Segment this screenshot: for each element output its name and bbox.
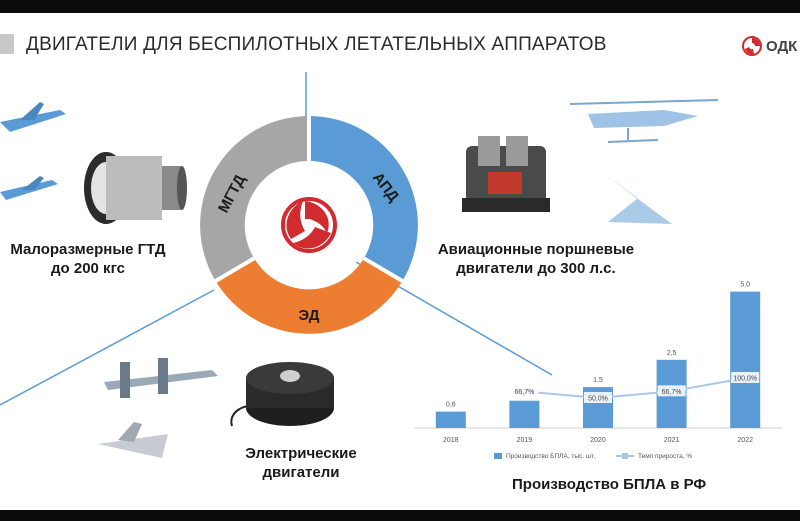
chart-legend-line-marker (622, 453, 628, 459)
chart-bar (730, 291, 761, 428)
chart-caption: Производство БПЛА в РФ (512, 476, 707, 493)
chart-x-tick-label: 2020 (590, 437, 606, 444)
chart-bar (435, 411, 466, 428)
segment-mgtd (200, 116, 309, 281)
chart-legend-bar-swatch (494, 453, 502, 459)
chart-growth-label: 66,7% (662, 389, 682, 396)
logo-text: ОДК (766, 37, 798, 55)
engine-types-donut: МГТД АПД ЭД (200, 116, 418, 334)
chart-legend-line-label: Темп прироста, % (638, 453, 692, 460)
top-black-bar (0, 0, 800, 13)
chart-x-tick-label: 2022 (737, 437, 753, 444)
chart-growth-label: 50,0% (588, 396, 608, 403)
chart-x-tick-label: 2021 (664, 437, 680, 444)
electric-motor-photo (230, 362, 334, 427)
segment-ed (215, 258, 403, 334)
gas-turbine-engine-photo (84, 152, 187, 224)
center-logo-icon (281, 197, 337, 253)
electric-drone-photos (98, 358, 218, 458)
piston-engine-photo (462, 136, 550, 212)
production-chart: 0,620181,020191,520202,520215,0202266,7%… (414, 282, 782, 460)
chart-growth-label-bg (657, 385, 686, 397)
page-title: ДВИГАТЕЛИ ДЛЯ БЕСПИЛОТНЫХ ЛЕТАТЕЛЬНЫХ АП… (26, 34, 607, 55)
chart-growth-line (524, 377, 746, 400)
chart-legend-bar-label: Производство БПЛА, тыс. шт. (506, 453, 595, 460)
title-accent-mark (0, 34, 14, 54)
chart-growth-label-bg (510, 385, 539, 397)
chart-x-tick-label: 2018 (443, 437, 459, 444)
segment-ed-label: ЭД (299, 307, 320, 324)
chart-bar-value-label: 2,5 (667, 350, 677, 357)
chart-growth-label-bg (584, 392, 612, 403)
chart-bar (509, 400, 540, 428)
jet-drone-photos (0, 102, 66, 200)
chart-bar-value-label: 5,0 (740, 282, 750, 289)
chart-bar-value-label: 1,5 (593, 377, 603, 384)
chart-growth-label-bg (731, 372, 760, 383)
segment-apd (309, 116, 418, 281)
bottom-black-bar (0, 510, 800, 521)
chart-bar-value-label: 0,6 (446, 402, 456, 409)
odk-logo-icon (742, 36, 762, 56)
chart-growth-label: 66,7% (514, 389, 534, 396)
chart-growth-label: 100,0% (733, 376, 757, 383)
chart-x-tick-label: 2019 (517, 437, 533, 444)
odk-logo: ОДК (742, 36, 797, 56)
uav-helicopter-and-drone-photos (569, 99, 719, 224)
